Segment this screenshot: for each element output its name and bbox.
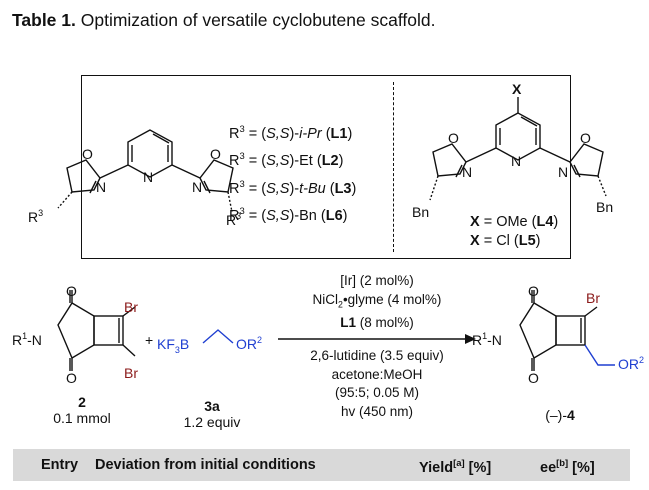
col-entry: Entry xyxy=(41,457,79,473)
x-substituent-label: X xyxy=(512,81,522,97)
atom-n: N xyxy=(192,179,202,195)
x-variant-l4: X = OMe (L4) xyxy=(470,214,559,230)
atom-br: Br xyxy=(124,365,138,381)
atom-o: O xyxy=(580,130,591,146)
bn-right-label: Bn xyxy=(596,199,613,215)
conditions-below: 2,6-lutidine (3.5 equiv) acetone:MeOH (9… xyxy=(310,348,444,419)
atom-o: O xyxy=(66,283,77,299)
r1n-label: R1-N xyxy=(472,331,502,348)
atom-br: Br xyxy=(586,290,600,306)
ligand-box xyxy=(81,75,571,259)
col-yield: Yield[a] [%] xyxy=(419,457,492,476)
compound-2-label: 2 0.1 mmol xyxy=(53,394,111,426)
table-caption: Table 1. Optimization of versatile cyclo… xyxy=(12,10,435,31)
ligand-divider xyxy=(393,82,394,252)
kf3b-label: KF3B xyxy=(157,336,189,355)
col-ee: ee[b] [%] xyxy=(540,457,595,476)
atom-o: O xyxy=(528,283,539,299)
caption-text: Optimization of versatile cyclobutene sc… xyxy=(75,10,436,30)
atom-o: O xyxy=(82,146,93,162)
compound-3a-structure xyxy=(202,329,234,344)
caption-label: Table 1. xyxy=(12,10,76,30)
bn-left-label: Bn xyxy=(412,204,429,220)
atom-n: N xyxy=(96,179,106,195)
r3-item-l3: R3 = (S,S)-t-Bu (L3) xyxy=(229,177,357,197)
r3-item-l6: R3 = (S,S)-Bn (L6) xyxy=(229,204,348,224)
product-4-sidechain xyxy=(584,344,615,366)
r3-item-l2: R3 = (S,S)-Et (L2) xyxy=(229,150,344,170)
atom-n: N xyxy=(511,153,521,169)
product-4-label: (–)-4 xyxy=(545,407,575,423)
plus-sign: + xyxy=(145,332,153,348)
atom-n: N xyxy=(558,164,568,180)
atom-br: Br xyxy=(124,299,138,315)
atom-o: O xyxy=(528,370,539,386)
table-header: Entry Deviation from initial conditions … xyxy=(13,449,630,481)
atom-o: O xyxy=(66,370,77,386)
or2-label: OR2 xyxy=(236,335,262,352)
atom-o: O xyxy=(210,146,221,162)
atom-o: O xyxy=(448,130,459,146)
x-variant-l5: X = Cl (L5) xyxy=(470,233,541,249)
atom-n: N xyxy=(462,164,472,180)
r3-item-l1: R3 = (S,S)-i-Pr (L1) xyxy=(229,123,353,142)
conditions-above: [Ir] (2 mol%) NiCl2•glyme (4 mol%) L1 (8… xyxy=(312,273,442,330)
left-pybox xyxy=(57,129,234,213)
compound-3a-label: 3a 1.2 equiv xyxy=(183,398,241,430)
r3-left-label: R3 xyxy=(28,208,43,225)
col-deviation: Deviation from initial conditions xyxy=(95,457,316,473)
product-4-structure xyxy=(519,290,598,371)
r3-substituent-list: R3 = (S,S)-i-Pr (L1) R3 = (S,S)-Et (L2) … xyxy=(229,118,356,227)
right-pybox xyxy=(429,97,607,201)
reaction-arrow xyxy=(278,334,476,344)
atom-n: N xyxy=(143,169,153,185)
compound-2-structure xyxy=(57,290,136,371)
r1n-label: R1-N xyxy=(12,331,42,348)
or2-label: OR2 xyxy=(618,355,644,372)
